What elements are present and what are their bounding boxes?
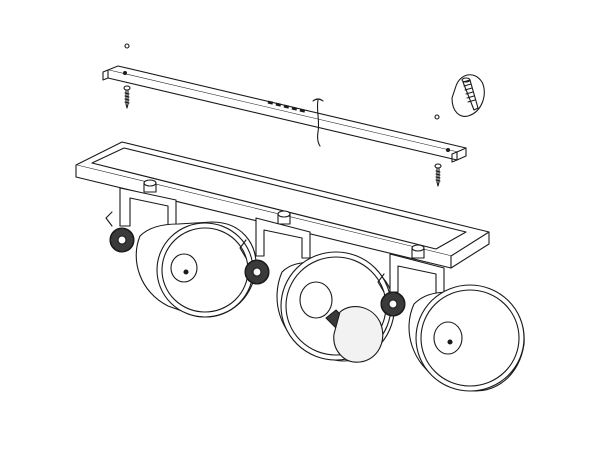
ceiling-base-plate: [75, 141, 490, 269]
screw-right: [434, 163, 442, 187]
screw-head-top-left: [124, 43, 130, 49]
screw-left: [123, 85, 131, 109]
light-bulb: [325, 306, 384, 363]
spotlight-3: [377, 244, 525, 392]
mounting-bracket: [102, 65, 467, 163]
screw-wall-plug-callout: [451, 74, 485, 117]
adjust-knob-3: [380, 291, 406, 317]
adjust-knob-1: [109, 227, 135, 253]
screw-head-top-right: [434, 114, 440, 120]
spotlight-2: [239, 210, 395, 363]
supply-wire: [312, 98, 324, 147]
adjust-knob-2: [244, 259, 270, 285]
